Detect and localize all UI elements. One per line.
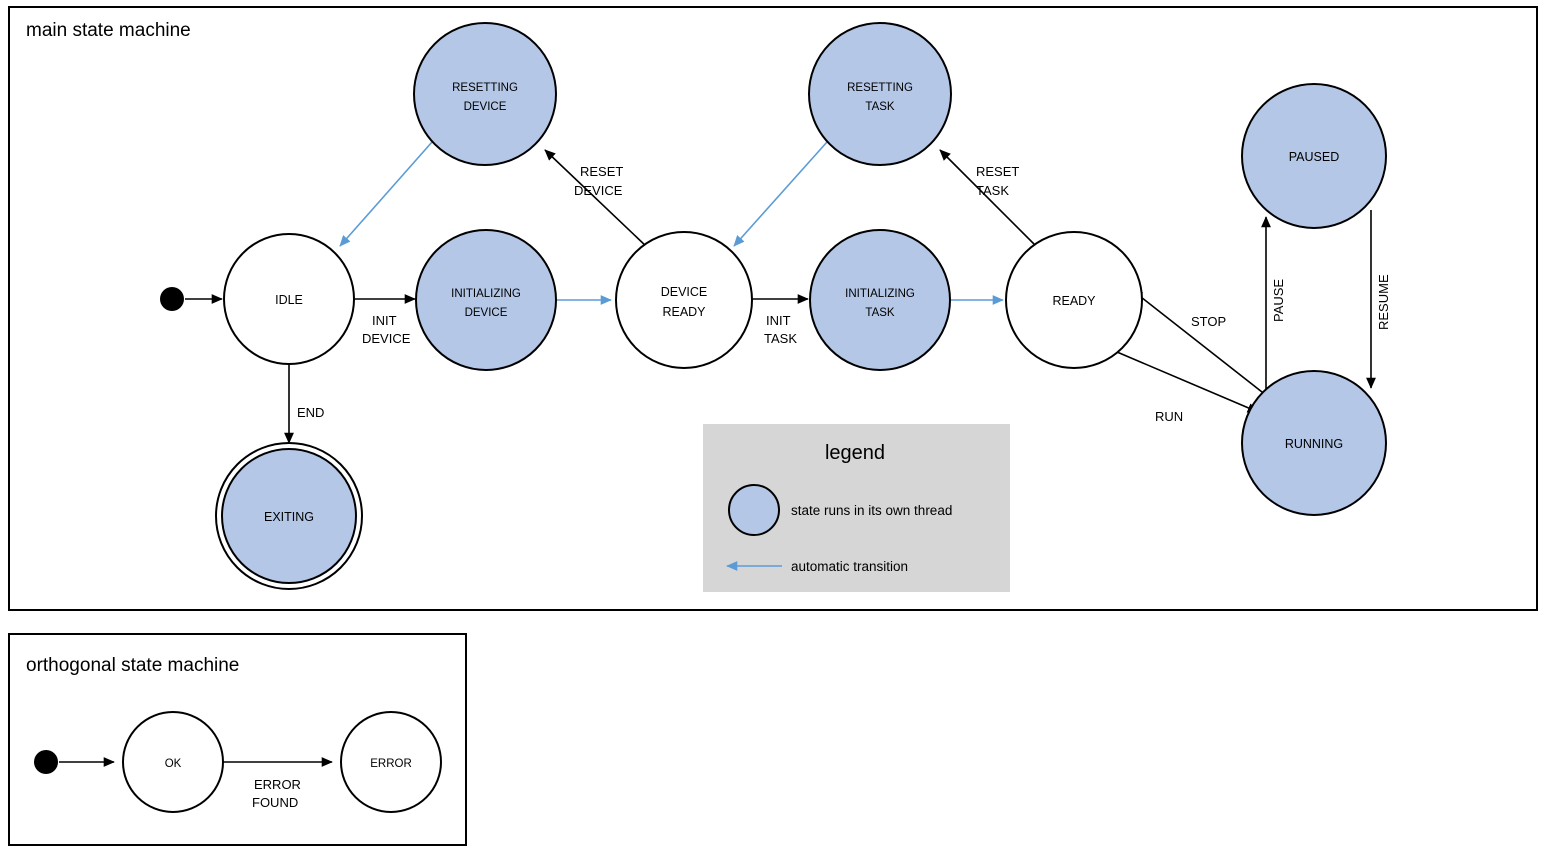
state-label-ok: OK [165, 758, 182, 770]
state-idle[interactable] [223, 233, 355, 365]
state-label-device-ready-1: DEVICE [661, 285, 708, 299]
state-label-error: ERROR [370, 758, 412, 770]
main-state-machine-frame [8, 6, 1538, 611]
edge-label-error-found-1: ERROR [254, 777, 301, 792]
state-label-device-ready-2: READY [662, 305, 706, 319]
state-label-resetting-device-2: DEVICE [464, 101, 507, 113]
state-label-paused: PAUSED [1289, 150, 1339, 164]
edge-label-error-found-2: FOUND [252, 795, 298, 810]
edge-label-resume: RESUME [1376, 274, 1391, 330]
state-resetting-task[interactable] [808, 22, 952, 166]
orthogonal-initial-state-dot [34, 750, 58, 774]
edge-label-init-device-1: INIT [372, 313, 397, 328]
edge-ready-to-resetting-task [939, 149, 1039, 249]
main-frame-title: main state machine [26, 20, 191, 41]
state-ok[interactable] [122, 711, 224, 813]
edge-resetting-task-to-device-ready [733, 141, 828, 247]
edge-label-reset-device-2: DEVICE [574, 183, 623, 198]
state-label-initializing-task-1: INITIALIZING [845, 288, 915, 300]
state-ready[interactable] [1005, 231, 1143, 369]
edge-running-to-ready [1131, 289, 1263, 393]
state-label-initializing-device-1: INITIALIZING [451, 288, 521, 300]
state-label-resetting-task-2: TASK [865, 101, 895, 113]
edge-label-pause: PAUSE [1271, 279, 1286, 322]
edge-label-end: END [297, 405, 324, 420]
state-exiting[interactable] [221, 448, 357, 584]
state-error[interactable] [340, 711, 442, 813]
orthogonal-frame-title: orthogonal state machine [26, 655, 239, 676]
edge-label-init-device-2: DEVICE [362, 331, 411, 346]
state-initializing-task[interactable] [809, 229, 951, 371]
edge-label-init-task-1: INIT [766, 313, 791, 328]
edge-ready-to-running [1116, 351, 1259, 413]
state-label-resetting-task-1: RESETTING [847, 82, 913, 94]
state-label-initializing-device-2: DEVICE [465, 307, 508, 319]
filled-circle-icon [728, 484, 780, 536]
edge-device-ready-to-resetting-device [544, 149, 649, 249]
edge-label-run: RUN [1155, 409, 1183, 424]
state-device-ready[interactable] [615, 231, 753, 369]
legend-item-thread-text: state runs in its own thread [791, 503, 952, 518]
initial-state-dot [160, 287, 184, 311]
edge-label-reset-device-1: RESET [580, 164, 623, 179]
legend-title: legend [825, 442, 885, 464]
edge-label-stop: STOP [1191, 314, 1226, 329]
edge-label-reset-task-1: RESET [976, 164, 1019, 179]
orthogonal-state-machine-frame [8, 633, 467, 846]
state-running[interactable] [1241, 370, 1387, 516]
state-label-resetting-device-1: RESETTING [452, 82, 518, 94]
state-label-initializing-task-2: TASK [865, 307, 895, 319]
edge-label-init-task-2: TASK [764, 331, 797, 346]
state-resetting-device[interactable] [413, 22, 557, 166]
edge-resetting-device-to-idle [339, 141, 433, 247]
state-initializing-device[interactable] [415, 229, 557, 371]
state-label-exiting: EXITING [264, 510, 314, 524]
legend-item-auto-text: automatic transition [791, 559, 908, 574]
state-label-running: RUNNING [1285, 437, 1343, 451]
state-paused[interactable] [1241, 83, 1387, 229]
edge-label-reset-task-2: TASK [976, 183, 1009, 198]
state-label-idle: IDLE [275, 293, 303, 307]
state-label-ready: READY [1052, 294, 1096, 308]
